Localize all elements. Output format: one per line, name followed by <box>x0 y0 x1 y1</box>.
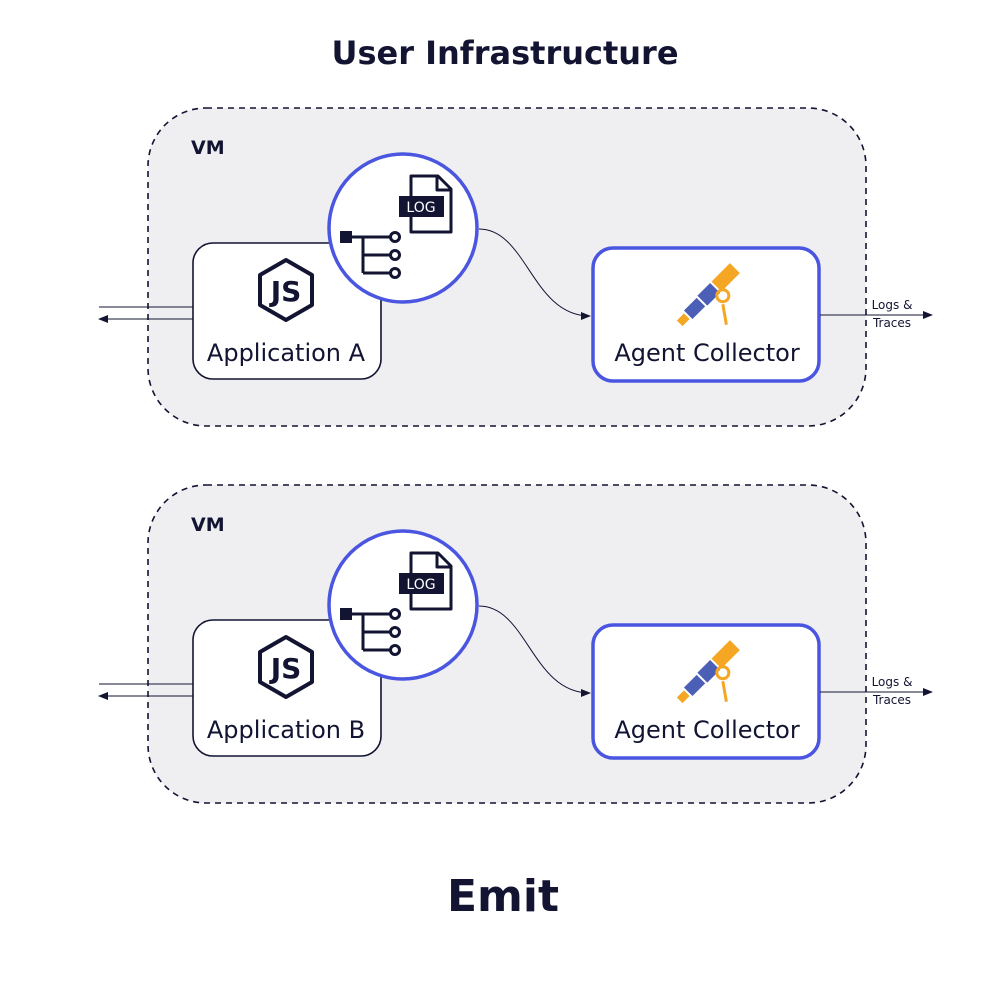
output-label-line-2: Traces <box>872 316 911 330</box>
footer-title: Emit <box>447 871 559 922</box>
vm-group-2: VM JS Application B LOG <box>98 484 933 804</box>
diagram-title: User Infrastructure <box>331 34 678 72</box>
nodejs-icon: JS <box>258 635 314 699</box>
agent-collector-node[interactable]: Agent Collector <box>591 246 821 383</box>
svg-text:JS: JS <box>269 275 302 308</box>
application-node[interactable]: JS Application A <box>192 242 382 380</box>
vm-label: VM <box>191 514 225 536</box>
log-to-collector-edge <box>478 228 591 320</box>
log-badge: LOG <box>406 577 435 593</box>
application-label: Application B <box>207 716 365 744</box>
output-label-line-1: Logs & <box>872 675 913 689</box>
logging-node[interactable]: LOG <box>327 529 479 681</box>
nodejs-icon: JS <box>258 258 314 322</box>
collector-label: Agent Collector <box>614 339 800 367</box>
agent-collector-node[interactable]: Agent Collector <box>591 623 821 760</box>
application-node[interactable]: JS Application B <box>192 619 382 757</box>
vm-group-1: VM JS Application A LOG <box>98 107 933 427</box>
collector-label: Agent Collector <box>614 716 800 744</box>
logging-node[interactable]: LOG <box>327 152 479 304</box>
tree-structure-icon <box>340 231 401 279</box>
log-file-icon: LOG <box>399 551 453 611</box>
application-label: Application A <box>207 339 366 367</box>
output-label-line-2: Traces <box>872 693 911 707</box>
tree-structure-icon <box>340 608 401 656</box>
log-file-icon: LOG <box>399 174 453 234</box>
vm-label: VM <box>191 137 225 159</box>
log-badge: LOG <box>406 200 435 216</box>
svg-text:JS: JS <box>269 652 302 685</box>
telescope-icon <box>676 263 740 327</box>
output-label-line-1: Logs & <box>872 298 913 312</box>
telescope-icon <box>676 640 740 704</box>
log-to-collector-edge <box>478 605 591 697</box>
